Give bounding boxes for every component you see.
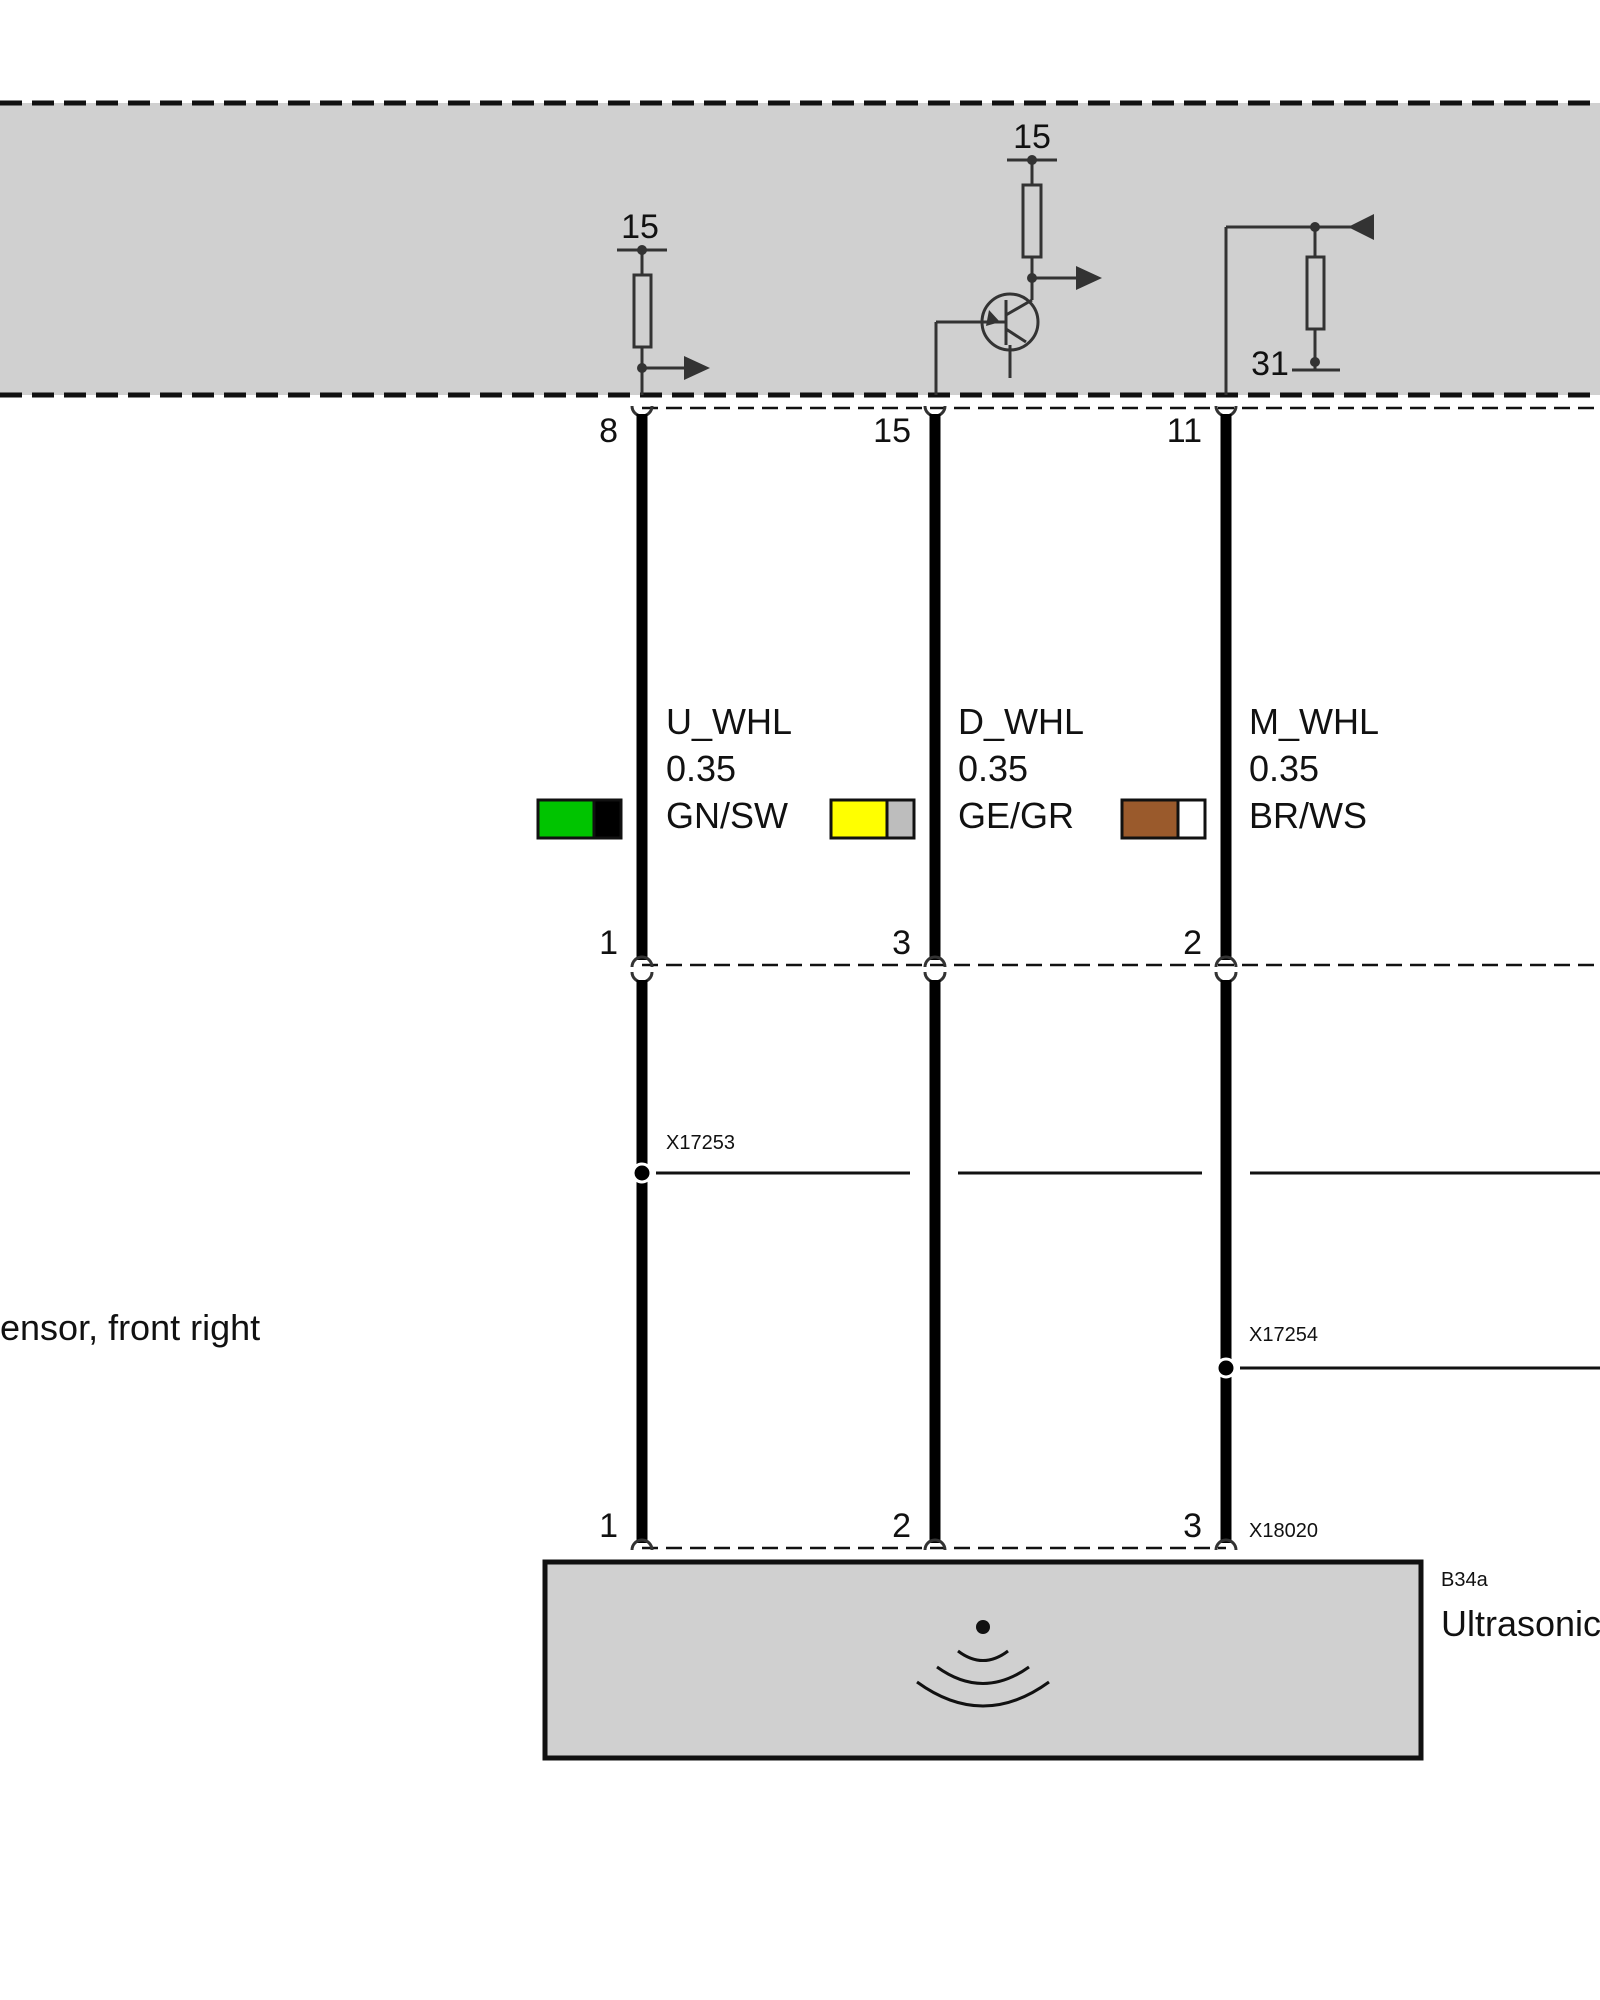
ultrasonic-sensor: B34a Ultrasonic <box>542 1559 1600 1761</box>
wire-1-size: 0.35 <box>666 748 736 789</box>
sensor-description: ensor, front right <box>0 1307 260 1348</box>
pulldown-circuit-right: 31 <box>1224 214 1374 395</box>
wire-2-bottom-pin: 2 <box>892 1507 911 1545</box>
wire-2-color-swatch-primary <box>829 798 889 840</box>
wire-3-mid-pin: 2 <box>1183 924 1202 962</box>
wire-3-color-swatch-secondary <box>1176 798 1207 840</box>
wire-1-color-code: GN/SW <box>666 795 788 836</box>
ultrasonic-wave-icon <box>916 1620 1050 1708</box>
wire-3-color-code: BR/WS <box>1249 795 1367 836</box>
wire-3-bottom-pin: 3 <box>1183 1507 1202 1545</box>
wire-2-color-swatch-secondary <box>885 798 916 840</box>
wire-1-bottom-pin: 1 <box>599 1507 618 1545</box>
transistor-circuit: 15 <box>934 118 1102 395</box>
pullup-circuit-left: 15 <box>617 208 710 395</box>
wire-3-top-pin: 11 <box>1167 412 1202 450</box>
sensor-name: Ultrasonic <box>1441 1603 1600 1644</box>
sensor-ref: B34a <box>1441 1569 1489 1591</box>
wire-2-mid-pin: 3 <box>892 924 911 962</box>
wire-3: 11 2 3 M_WHL 0.35 BR/WS <box>1120 405 1379 1551</box>
splice-left: X17253 <box>631 1132 1600 1184</box>
wire-1-top-pin: 8 <box>599 412 618 450</box>
wire-1-mid-pin: 1 <box>599 924 618 962</box>
wire-1: 8 1 1 U_WHL 0.35 GN/SW <box>536 405 792 1551</box>
wire-1-signal: U_WHL <box>666 701 792 742</box>
splice-left-label: X17253 <box>666 1132 735 1154</box>
supply-label-left: 15 <box>621 208 659 246</box>
wire-1-color-swatch-secondary <box>592 798 623 840</box>
splice-right: X17254 <box>1215 1324 1600 1379</box>
wire-3-signal: M_WHL <box>1249 701 1379 742</box>
wire-2-signal: D_WHL <box>958 701 1084 742</box>
ground-label: 31 <box>1251 345 1289 383</box>
wire-2-top-pin: 15 <box>873 412 911 450</box>
wire-3-color-swatch-primary <box>1120 798 1180 840</box>
splice-right-label: X17254 <box>1249 1324 1318 1346</box>
supply-label-mid: 15 <box>1013 118 1051 156</box>
wire-1-color-swatch-primary <box>536 798 596 840</box>
connector-bottom-label: X18020 <box>1249 1520 1318 1542</box>
wire-2-color-code: GE/GR <box>958 795 1074 836</box>
wire-3-size: 0.35 <box>1249 748 1319 789</box>
wire-2: 15 3 2 D_WHL 0.35 GE/GR <box>829 405 1084 1551</box>
control-unit-housing <box>0 103 1600 395</box>
wire-2-size: 0.35 <box>958 748 1028 789</box>
